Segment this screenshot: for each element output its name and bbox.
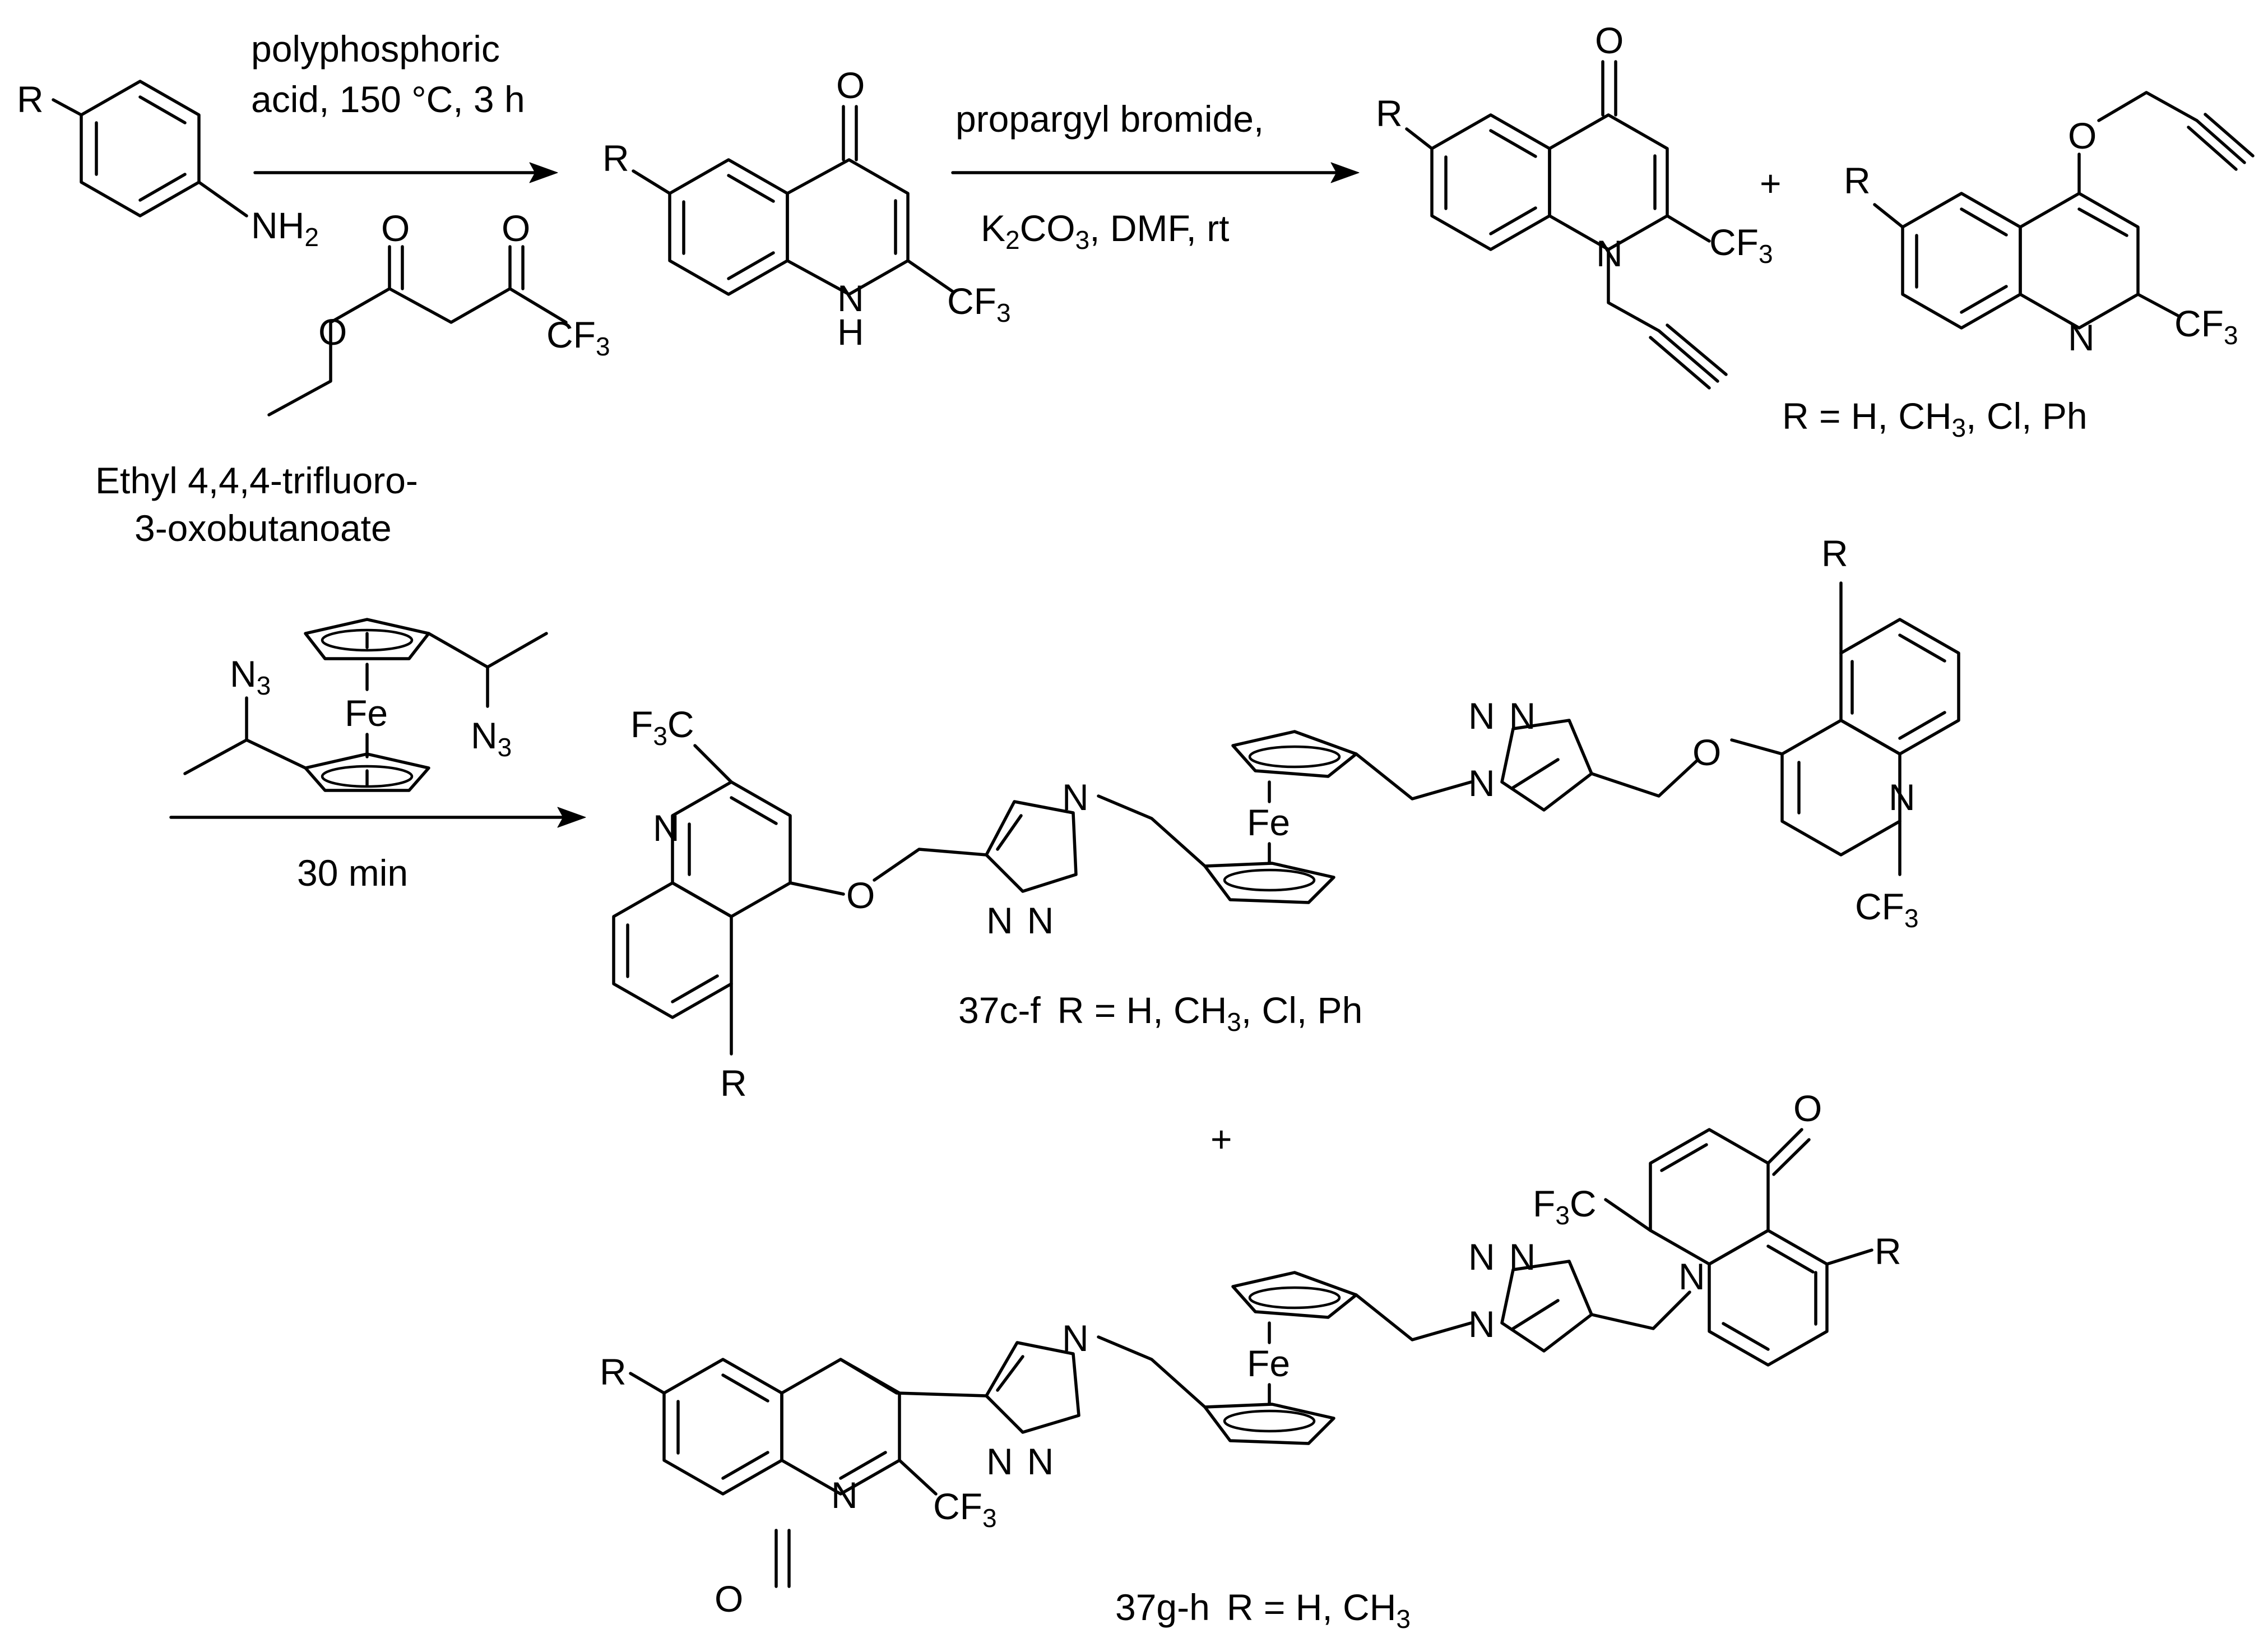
p1-left-r: R: [720, 1062, 747, 1104]
quinolinone-structure: O R N H CF3: [602, 64, 1011, 353]
reagent-fe-label: Fe: [345, 692, 388, 734]
p2-left-cf3: CF3: [933, 1486, 997, 1533]
p2-fe: Fe: [1247, 1343, 1290, 1384]
p2-left-triazole-n1: N: [1062, 1317, 1089, 1359]
ester-carbonyl-o1: O: [381, 207, 410, 249]
p1-right-n: N: [1889, 776, 1915, 818]
step1-arrow: [253, 162, 558, 183]
p1-fe: Fe: [1247, 802, 1290, 843]
step2-reagent-line2: K2CO3, DMF, rt: [981, 207, 1230, 255]
substituent-list: R = H, CH3, Cl, Ph: [1782, 395, 2088, 442]
step1-reagent-line2: acid, 150 °C, 3 h: [251, 78, 525, 120]
o-propargyl-quinoline-structure: O R N CF3: [1844, 91, 2255, 358]
p1-right-r: R: [1821, 533, 1848, 574]
o-propargyl-cf3-label: CF3: [2174, 303, 2238, 350]
aniline-nh2-label: NH2: [251, 205, 319, 252]
quinolinone-n-label: N: [837, 277, 864, 319]
n-propargyl-n-label: N: [1596, 233, 1623, 274]
quinolinone-cf3-label: CF3: [947, 280, 1011, 327]
ester-name-line2: 3-oxobutanoate: [134, 507, 392, 549]
p1-right-triazole-n1: N: [1468, 762, 1495, 804]
aniline-r-label: R: [17, 78, 44, 120]
p2-right-n: N: [1678, 1256, 1705, 1297]
quinolinone-h-label: H: [837, 311, 864, 353]
n-propargyl-r-label: R: [1376, 92, 1403, 134]
n-propargyl-cf3-label: CF3: [1709, 221, 1773, 269]
p2-right-o: O: [1793, 1088, 1822, 1129]
reagent-n3-left: N3: [230, 653, 271, 700]
p2-right-r: R: [1875, 1230, 1901, 1272]
step1-reagent-line1: polyphosphoric: [251, 28, 500, 70]
aniline-structure: R NH2: [17, 78, 319, 252]
n-propargyl-o-label: O: [1595, 20, 1624, 61]
p1-left-n: N: [653, 807, 680, 849]
bis-azidoethyl-ferrocene-reagent: Fe N3 N3: [183, 618, 548, 792]
p2-left-n: N: [831, 1474, 858, 1516]
ester-name-line1: Ethyl 4,4,4-trifluoro-: [95, 460, 418, 501]
step2-plus: +: [1760, 163, 1782, 204]
p2-left-r: R: [600, 1351, 627, 1392]
o-propargyl-r-label: R: [1844, 160, 1871, 201]
p1-right-cf3: CF3: [1855, 886, 1919, 933]
o-propargyl-n-label: N: [2068, 317, 2095, 358]
p2-right-triazole-n1: N: [1468, 1303, 1495, 1345]
quinolinone-o-label: O: [836, 64, 865, 106]
o-propargyl-o-label: O: [2068, 115, 2097, 156]
step2-arrow: [951, 162, 1360, 183]
p2-right-cf3: F3C: [1533, 1183, 1597, 1230]
ester-carbonyl-o2: O: [502, 207, 530, 249]
ester-ether-o: O: [318, 311, 347, 353]
products-plus: +: [1210, 1118, 1232, 1160]
p1-left-o: O: [846, 874, 875, 916]
p1-right-o: O: [1692, 732, 1721, 773]
p1-left-triazole-n1: N: [1062, 776, 1089, 818]
reagent-n3-right: N3: [471, 715, 512, 762]
p1-left-cf3: F3C: [630, 704, 694, 751]
n-propargyl-quinolinone-structure: O R N CF3: [1376, 20, 1773, 390]
step3-time: 30 min: [297, 852, 408, 894]
step3-arrow: [169, 807, 586, 828]
ester-cf3-label: CF3: [546, 314, 610, 361]
quinolinone-r-label: R: [602, 137, 629, 179]
p2-left-o: O: [715, 1578, 743, 1620]
ester-structure: O O O CF3: [267, 207, 610, 417]
step2-reagent-line1: propargyl bromide,: [956, 98, 1264, 140]
